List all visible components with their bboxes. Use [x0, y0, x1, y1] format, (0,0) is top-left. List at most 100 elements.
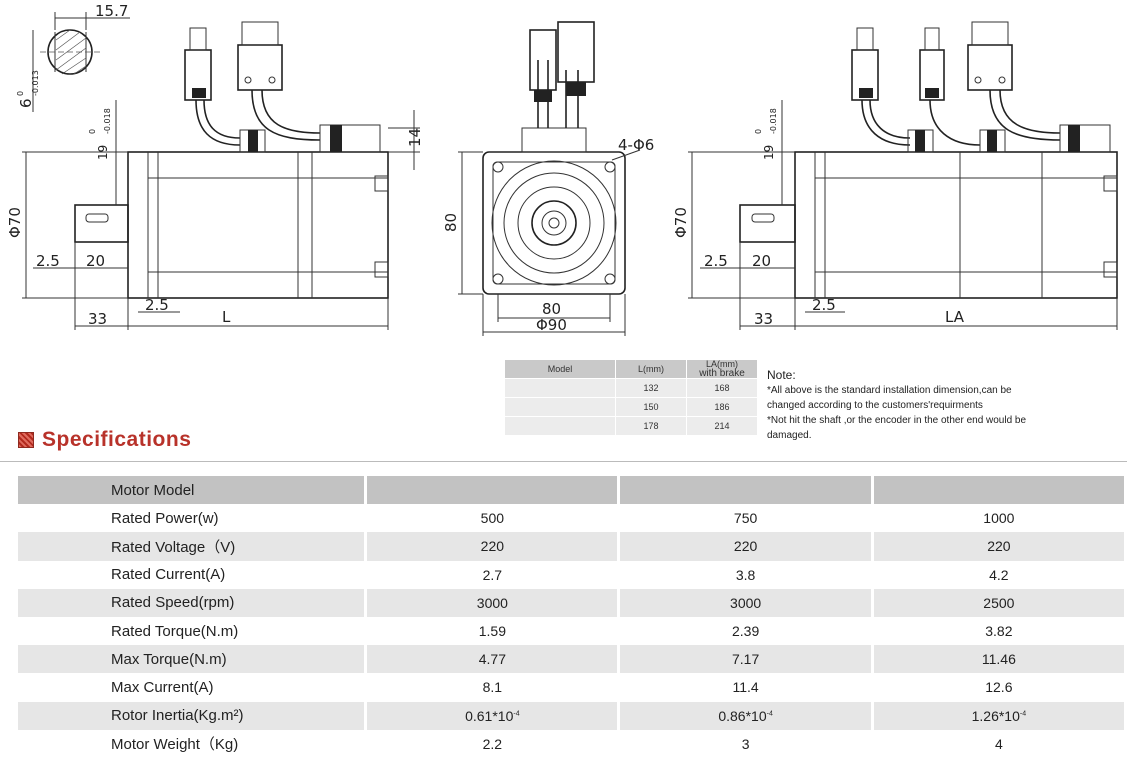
section-square-icon: [18, 432, 34, 448]
inertia-exp: -4: [766, 709, 773, 717]
spec-value: 4.2: [872, 560, 1127, 589]
spec-value: 2.39: [618, 616, 874, 646]
spec-value: 11.46: [872, 645, 1127, 674]
table-row: Rated Speed(rpm) 3000 3000 2500: [18, 588, 1127, 617]
dim-80-h: 80: [542, 300, 561, 318]
inertia-exp: -4: [1019, 709, 1027, 717]
spec-value: 8.1: [365, 673, 621, 702]
spec-value: 3000: [365, 588, 621, 617]
note-line: *All above is the standard installation …: [767, 385, 1012, 396]
shaft-section: 15.7 6 0 -0.013: [16, 2, 130, 112]
dim-cell: 214: [686, 416, 758, 436]
spec-label: Rotor Inertia(Kg.m²): [18, 701, 368, 730]
spec-value: 4: [872, 729, 1127, 758]
spec-value: 11.4: [618, 673, 874, 702]
inertia-exp: -4: [513, 709, 520, 717]
table-row: Rotor Inertia(Kg.m²) 0.61*10-4 0.86*10-4…: [18, 701, 1127, 730]
dim-col-la: LA(mm)with brake: [686, 359, 758, 379]
table-row: 132 168: [504, 378, 758, 398]
spec-label: Max Current(A): [18, 673, 368, 702]
dim-14: 14: [406, 128, 424, 147]
spec-value: 7.17: [618, 645, 874, 674]
section-divider: [0, 461, 1127, 462]
dim-cell: 168: [686, 378, 758, 398]
shaft-tol-minus: -0.013: [31, 70, 40, 96]
spec-value: 3000: [618, 588, 874, 617]
spec-value: 750: [618, 504, 874, 533]
spec-label: Max Torque(N.m): [18, 645, 368, 674]
spec-value: 0.86*10-4: [618, 701, 874, 730]
table-row: Rated Voltage（V) 220 220 220: [18, 532, 1127, 561]
dim-col-l: L(mm): [615, 359, 687, 379]
dim-col-la-sub: with brake: [699, 368, 745, 379]
note-line: *Not hit the shaft ,or the encoder in th…: [767, 415, 1027, 426]
dim-cell: 186: [686, 397, 758, 417]
dim-2-5-c: 2.5: [704, 252, 728, 270]
specifications-title: Specifications: [42, 428, 192, 451]
table-row: Rated Power(w) 500 750 1000: [18, 504, 1127, 533]
spec-value: 3: [618, 729, 874, 758]
note-line: damaged.: [767, 430, 812, 441]
spec-header-row: Motor Model: [18, 476, 1127, 505]
dim-33-b: 33: [754, 310, 773, 328]
dim-cell: 132: [615, 378, 687, 398]
table-row: Max Current(A) 8.1 11.4 12.6: [18, 673, 1127, 702]
left-tol-zero: 0: [88, 129, 97, 134]
dia-70-left: Φ70: [6, 207, 24, 238]
spec-value: 2.7: [365, 560, 621, 589]
spec-value: [618, 476, 874, 505]
spec-label: Motor Model: [18, 476, 368, 505]
spec-value: [365, 476, 621, 505]
spec-value: 1.59: [365, 616, 621, 646]
spec-value: 2500: [872, 588, 1127, 617]
dim-LA: LA: [945, 308, 965, 326]
dia-70-right: Φ70: [672, 207, 690, 238]
spec-value: [872, 476, 1127, 505]
shaft-width-dim: 15.7: [95, 2, 128, 20]
spec-value: 2.2: [365, 729, 621, 758]
spec-value: 3.8: [618, 560, 874, 589]
dim-2-5-a: 2.5: [36, 252, 60, 270]
spec-value: 220: [365, 532, 621, 561]
technical-drawings: 15.7 6 0 -0.013: [6, 2, 1118, 336]
dim-col-model: Model: [504, 359, 616, 379]
table-row: 150 186: [504, 397, 758, 417]
dim-cell: [504, 378, 616, 398]
table-row: Motor Weight（Kg) 2.2 3 4: [18, 729, 1127, 758]
dim-20-b: 20: [752, 252, 771, 270]
spec-label: Rated Torque(N.m): [18, 616, 368, 646]
shaft-tolerance-dim: 6: [17, 98, 35, 108]
dimension-table-header: Model L(mm) LA(mm)with brake: [504, 359, 758, 379]
note-line: changed according to the customers'requi…: [767, 400, 983, 411]
spec-value: 0.61*10-4: [365, 701, 621, 730]
specifications-header: Specifications: [18, 428, 191, 452]
dim-cell: 178: [615, 416, 687, 436]
dia-90: Φ90: [536, 316, 567, 334]
spec-value: 1000: [872, 504, 1127, 533]
dim-cell: 150: [615, 397, 687, 417]
spec-value: 1.26*10-4: [872, 701, 1127, 730]
holes-dim: 4-Φ6: [618, 136, 654, 154]
front-view: 4-Φ6 80 80 Φ90: [442, 21, 654, 336]
shaft-tol-zero: 0: [16, 91, 25, 96]
table-row: 178 214: [504, 416, 758, 436]
spec-value: 3.82: [872, 616, 1127, 646]
dim-L: L: [222, 308, 231, 326]
inertia-base: 0.61*10: [465, 707, 514, 724]
table-row: Rated Current(A) 2.7 3.8 4.2: [18, 560, 1127, 589]
spec-label: Motor Weight（Kg): [18, 729, 368, 758]
dim-80-v: 80: [442, 213, 460, 232]
specifications-table: Motor Model Rated Power(w) 500 750 1000 …: [18, 476, 1127, 758]
inertia-base: 1.26*10: [971, 707, 1020, 724]
dim-cell: [504, 416, 616, 436]
spec-value: 220: [618, 532, 874, 561]
inertia-base: 0.86*10: [718, 707, 767, 724]
spec-label: Rated Power(w): [18, 504, 368, 533]
dim-20-a: 20: [86, 252, 105, 270]
dim-33-a: 33: [88, 310, 107, 328]
spec-value: 12.6: [872, 673, 1127, 702]
installation-note: Note: *All above is the standard install…: [767, 368, 1097, 443]
table-row: Max Torque(N.m) 4.77 7.17 11.46: [18, 645, 1127, 674]
dimension-table: Model L(mm) LA(mm)with brake 132 168 150…: [504, 359, 758, 436]
dim-cell: [504, 397, 616, 417]
